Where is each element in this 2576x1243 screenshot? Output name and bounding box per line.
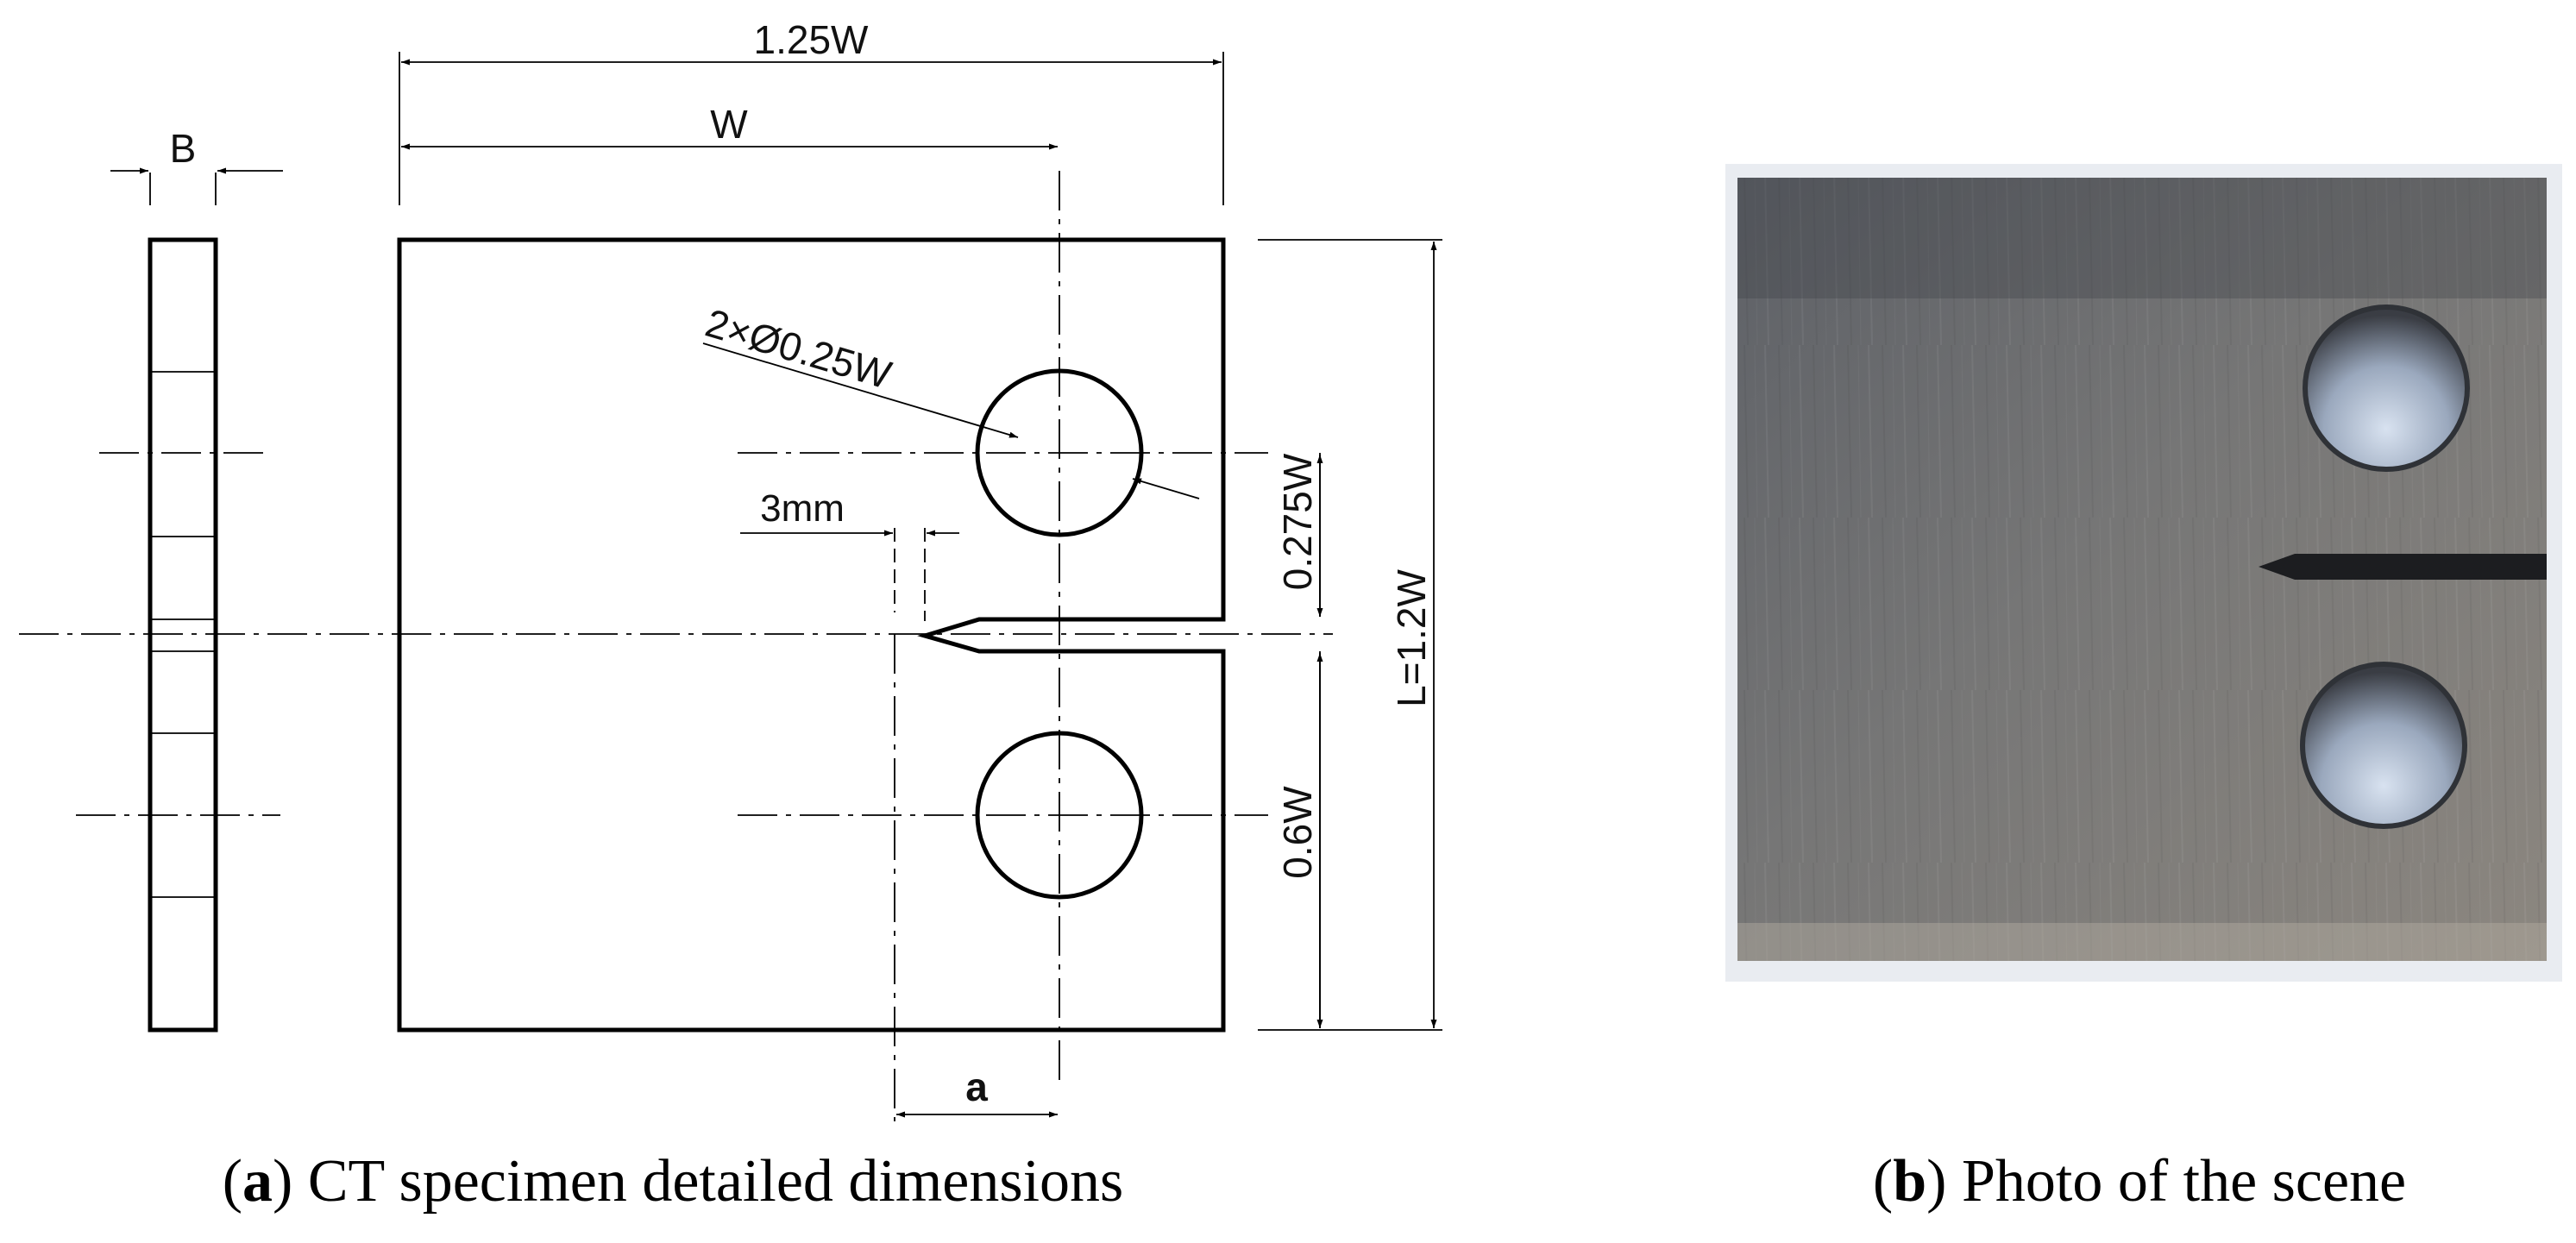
thickness-dimension: B (110, 126, 283, 205)
crack-length-dimension: a (896, 1064, 1058, 1118)
hole-offset-label: 0.275W (1275, 453, 1320, 590)
side-view-hidden-lines (150, 371, 216, 898)
photo-notch (2259, 554, 2547, 580)
hole-diameter-label: 2×Ø0.25W (701, 300, 896, 398)
width-dimension: W (401, 102, 1058, 150)
hole-offset-dimension: 0.275W (1275, 453, 1323, 617)
width-label: W (710, 102, 748, 147)
thickness-label: B (170, 126, 197, 171)
caption-b-text: Photo of the scene (1962, 1148, 2406, 1215)
caption-a-text: CT specimen detailed dimensions (308, 1148, 1123, 1215)
hole-spacing-label: 0.6W (1275, 786, 1320, 879)
height-dimension: L=1.2W (1258, 239, 1442, 1031)
crack-length-label: a (965, 1064, 988, 1109)
overall-width-dimension: 1.25W (399, 17, 1224, 205)
notch-width-label: 3mm (760, 487, 845, 530)
hole-diameter-callout: 2×Ø0.25W (701, 300, 1200, 499)
hole-spacing-dimension: 0.6W (1275, 651, 1323, 1028)
front-view: 1.25W W 2×Ø0.25W 3mm 0.275W (397, 17, 1442, 1121)
caption-a: (a) CT specimen detailed dimensions (223, 1148, 1124, 1215)
height-label: L=1.2W (1389, 569, 1434, 707)
specimen-outline (397, 237, 1226, 1033)
photo-lower-hole (2300, 662, 2467, 829)
side-view-outline (148, 237, 218, 1033)
overall-width-label: 1.25W (754, 17, 870, 62)
notch-width-dimension: 3mm (740, 487, 959, 537)
caption-b-letter: b (1893, 1148, 1926, 1215)
side-view: B (76, 126, 283, 1033)
caption-b: (b) Photo of the scene (1873, 1148, 2406, 1215)
specimen-photo (1725, 164, 2562, 982)
photo-upper-hole (2303, 304, 2470, 472)
caption-a-letter: a (242, 1148, 273, 1215)
